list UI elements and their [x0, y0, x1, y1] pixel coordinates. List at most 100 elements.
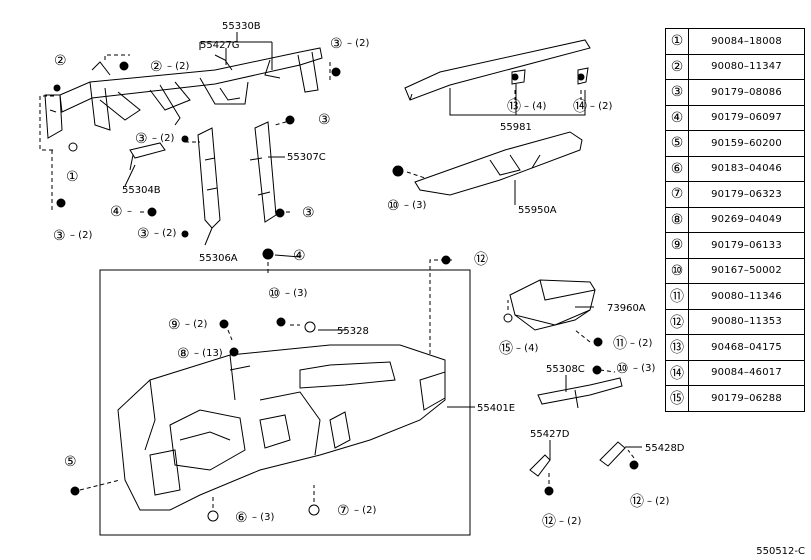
callout-10b: ⑩ [268, 286, 281, 302]
svg-text:– (2): – (2) [185, 319, 207, 330]
parts-table-part-number: 90179–06323 [688, 181, 805, 208]
svg-text:–: – [127, 206, 132, 217]
callout-7: ⑦ [337, 503, 350, 519]
parts-table-part-number: 90084–18008 [688, 28, 805, 55]
parts-table-key: ⑫ [665, 308, 689, 335]
label-55981: 55981 [500, 122, 532, 133]
parts-table-part-number: 90080–11353 [688, 308, 805, 335]
panel-55950A [414, 131, 583, 196]
label-73960A: 73960A [607, 303, 646, 314]
svg-text:– (2): – (2) [347, 38, 369, 49]
parts-table-key: ⑧ [665, 206, 689, 233]
label-55328: 55328 [337, 326, 369, 337]
svg-text:– (2): – (2) [590, 101, 612, 112]
callout-12b: ⑫ [542, 514, 556, 530]
label-55308C: 55308C [546, 364, 585, 375]
callout-3e: ③ [137, 226, 150, 242]
svg-text:– (2): – (2) [152, 133, 174, 144]
label-55307C: 55307C [287, 152, 326, 163]
svg-text:– (3): – (3) [404, 200, 426, 211]
parts-table-part-number: 90183–04046 [688, 155, 805, 182]
fasteners [53, 61, 639, 522]
leader-lines [124, 32, 642, 460]
callout-4b: ④ [293, 248, 306, 264]
parts-table-key: ③ [665, 79, 689, 106]
bracket-55308C [537, 377, 623, 409]
parts-table-key: ⑦ [665, 181, 689, 208]
callout-14: ⑭ [573, 99, 587, 115]
parts-table-key: ⑩ [665, 257, 689, 284]
callout-11: ⑪ [613, 336, 627, 352]
callout-15: ⑮ [499, 341, 513, 357]
svg-text:– (2): – (2) [630, 338, 652, 349]
callout-3c: ③ [318, 112, 331, 128]
parts-table-key: ⑬ [665, 334, 689, 361]
svg-text:– (4): – (4) [516, 343, 538, 354]
parts-table-key: ⑭ [665, 359, 689, 386]
callout-1: ① [66, 169, 79, 185]
parts-table-key: ⑮ [665, 385, 689, 412]
svg-text:– (2): – (2) [354, 505, 376, 516]
callout-6: ⑥ [235, 510, 248, 526]
label-55401E: 55401E [477, 403, 515, 414]
label-55427D: 55427D [530, 429, 570, 440]
parts-table-key: ② [665, 53, 689, 80]
svg-text:– (2): – (2) [154, 228, 176, 239]
callout-10a: ⑩ [387, 198, 400, 214]
label-55950A: 55950A [518, 205, 557, 216]
callout-12c: ⑫ [630, 494, 644, 510]
svg-text:– (2): – (2) [647, 496, 669, 507]
part-labels: 55330B 55427G 55981 55307C 55304B 55950A… [122, 21, 685, 454]
callout-2b: ② [150, 59, 163, 75]
callout-3f: ③ [302, 205, 315, 221]
parts-table-key: ⑥ [665, 155, 689, 182]
callout-3a: ③ [330, 36, 343, 52]
bracket-55428D [599, 441, 626, 467]
assembly-lines [39, 54, 635, 508]
reinforcement-55330B [44, 47, 323, 139]
parts-table-part-number: 90179–06097 [688, 104, 805, 131]
label-55428D: 55428D [645, 443, 685, 454]
parts-table-part-number: 90080–11347 [688, 53, 805, 80]
callout-2a: ② [54, 53, 67, 69]
airbag-73960A [509, 279, 596, 331]
label-55330B: 55330B [222, 21, 261, 32]
svg-text:– (2): – (2) [70, 230, 92, 241]
panel-box [99, 269, 471, 536]
svg-text:– (3): – (3) [252, 512, 274, 523]
callout-5: ⑤ [64, 454, 77, 470]
bracket-55427D [529, 454, 551, 477]
parts-table-part-number: 90084–46017 [688, 359, 805, 386]
parts-table-key: ⑪ [665, 283, 689, 310]
callouts: ② ② – (2) ③ – (2) ⑬ – (4) ⑭ – (2) ① ③ – … [53, 36, 669, 530]
defroster-nozzle-55981 [404, 39, 591, 116]
bracket-55307C [249, 121, 277, 223]
callout-3b: ③ [135, 131, 148, 147]
bracket-55306A [197, 127, 221, 229]
parts-table-part-number: 90179–06133 [688, 232, 805, 259]
parts-table-part-number: 90179–06288 [688, 385, 805, 412]
parts-table-part-number: 90179–08086 [688, 79, 805, 106]
label-55306A: 55306A [199, 253, 238, 264]
parts-table-part-number: 90468–04175 [688, 334, 805, 361]
svg-text:– (3): – (3) [285, 288, 307, 299]
svg-text:– (2): – (2) [167, 61, 189, 72]
svg-text:– (13): – (13) [194, 348, 223, 359]
callout-3d: ③ [53, 228, 66, 244]
svg-text:– (4): – (4) [524, 101, 546, 112]
parts-table-part-number: 90167–50002 [688, 257, 805, 284]
callout-4a: ④ [110, 204, 123, 220]
parts-table-key: ① [665, 28, 689, 55]
